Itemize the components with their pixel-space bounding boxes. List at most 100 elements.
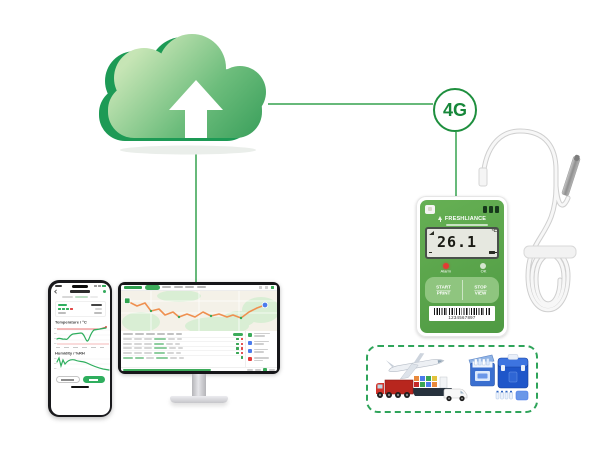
desktop-monitor (118, 282, 280, 403)
table-export-button[interactable] (233, 332, 243, 336)
cable-connector (478, 167, 488, 187)
temperature-series-line (55, 327, 107, 342)
app-title-bar (51, 289, 110, 294)
barcode-stripes (434, 308, 490, 316)
nav-item[interactable] (196, 286, 206, 289)
route-end-marker (261, 301, 269, 308)
home-indicator (71, 385, 89, 388)
legend-item (248, 348, 275, 354)
brand-name: FRESHLIANCE (444, 216, 487, 222)
pagination-current-page[interactable] (263, 368, 267, 371)
data-logger-body: FRESHLIANCE 26.1 °C Alarm OK START PRINT (420, 200, 504, 333)
waypoint-dots (149, 309, 243, 319)
temperature-probe-icon (561, 154, 581, 196)
lcd-display: 26.1 °C (425, 227, 499, 259)
humidity-series-line (55, 356, 110, 371)
battery-icon (489, 251, 497, 254)
dashboard-navbar (121, 285, 277, 291)
ice-pack-icon (515, 390, 529, 401)
temperature-x-labels (55, 347, 105, 349)
map-legend (245, 330, 277, 368)
monitor-bezel (118, 282, 280, 374)
nav-item[interactable] (185, 286, 194, 289)
4g-label: 4G (442, 99, 467, 120)
primary-action-button[interactable] (82, 376, 105, 384)
table-row[interactable] (123, 341, 243, 346)
signal-icon (429, 231, 434, 235)
barcode: 1234567897 (429, 306, 495, 322)
toolbar-icon[interactable] (264, 285, 268, 289)
medical-cooler-collage (468, 354, 529, 401)
humidity-chart-title: Humidity / %RH (54, 350, 85, 356)
route-map[interactable] (121, 289, 277, 335)
phone-status-bar (51, 283, 110, 287)
humidity-chart (53, 356, 110, 371)
temperature-chart (53, 326, 110, 345)
van-icon (443, 388, 468, 402)
4g-network-badge: 4G (433, 88, 477, 132)
nav-item[interactable] (162, 286, 171, 289)
upload-arrow-icon (169, 80, 223, 138)
logistics-collage (376, 353, 468, 402)
back-chevron-icon[interactable] (53, 289, 58, 294)
stop-view-button[interactable]: STOP VIEW (474, 284, 487, 296)
table-row[interactable] (123, 354, 243, 360)
device-vent-slots (483, 205, 499, 213)
data-table (121, 331, 245, 368)
brand-tagline-bar (446, 224, 488, 226)
cargo-ship-icon (410, 376, 452, 396)
monitor-stand-neck (192, 374, 206, 397)
table-row[interactable] (123, 350, 243, 355)
alarm-led (443, 263, 450, 269)
temperature-chart-title: Temperature / °C (54, 319, 87, 325)
phone-screen: Temperature / °C Humidity / %RH (50, 282, 110, 415)
probe-cable (468, 118, 600, 358)
cloud-shadow (120, 145, 256, 155)
data-logger-device: FRESHLIANCE 26.1 °C Alarm OK START PRINT (416, 196, 508, 337)
status-icon-row (58, 307, 102, 311)
barcode-number: 1234567897 (448, 315, 476, 321)
monitor-stand-base (170, 396, 228, 403)
legend-item (248, 340, 275, 346)
scrollbar[interactable] (123, 369, 211, 371)
pagination-text-bar (255, 369, 261, 371)
device-button-panel: START PRINT STOP VIEW (425, 277, 499, 304)
brand-logo-icon (437, 216, 443, 222)
dashboard-screen (121, 285, 277, 371)
table-row[interactable] (123, 336, 243, 342)
lcd-temperature-value: 26.1 (436, 233, 478, 251)
route-start-marker (124, 297, 131, 304)
status-time-bar (54, 284, 62, 287)
device-light-sensor[interactable] (425, 204, 435, 214)
table-footer (121, 367, 277, 371)
legend-item (248, 357, 275, 362)
nav-item[interactable] (173, 286, 183, 289)
smartphone: Temperature / °C Humidity / %RH (48, 280, 112, 417)
alarm-label: Alarm (440, 269, 452, 274)
open-cooler-box-icon (468, 354, 495, 387)
export-data-button[interactable] (55, 376, 80, 384)
device-info-card (54, 300, 106, 318)
lcd-dash-mark (429, 251, 432, 253)
dashboard-primary-button[interactable] (144, 285, 160, 290)
closed-cooler-box-icon (497, 354, 529, 389)
legend-item (248, 332, 275, 338)
truck-icon (376, 379, 414, 398)
toolbar-icon[interactable] (258, 285, 262, 289)
status-dot (102, 290, 106, 293)
status-icons (93, 284, 106, 287)
applications-box (366, 345, 538, 413)
dynamic-island (72, 284, 88, 288)
lcd-unit: °C (491, 228, 497, 234)
device-brand-row: FRESHLIANCE (425, 216, 499, 222)
vaccine-vials-icon (495, 390, 513, 400)
cable-tie-band (523, 245, 577, 259)
toolbar-icon-active[interactable] (270, 285, 274, 289)
ok-led (480, 263, 487, 269)
app-tabs[interactable] (51, 296, 110, 298)
pagination-text-bar (269, 369, 275, 371)
table-row[interactable] (123, 345, 243, 351)
start-print-button[interactable]: START PRINT (436, 284, 451, 296)
airplane-icon (385, 353, 445, 380)
dashboard-logo (124, 285, 142, 289)
